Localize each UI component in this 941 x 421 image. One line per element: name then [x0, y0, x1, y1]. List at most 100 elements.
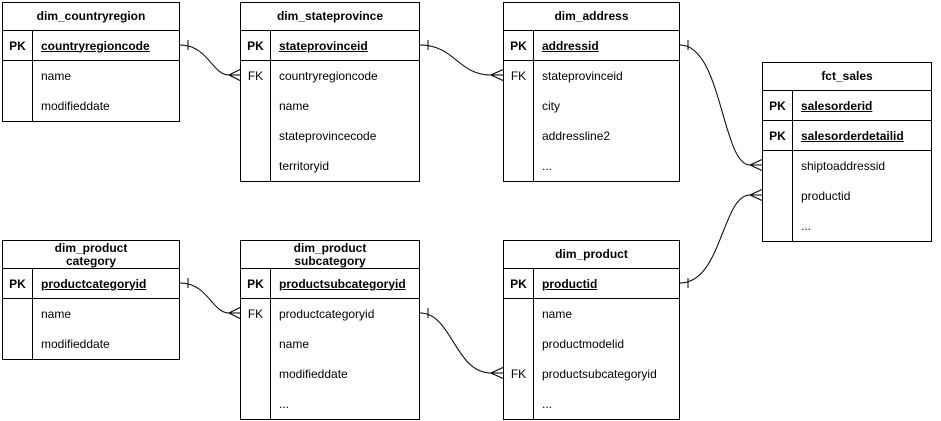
pk-badge: PK [3, 31, 33, 60]
entity-dim-address: dim_address PK addressid FK stateprovinc… [503, 2, 680, 182]
table-row: FK stateprovinceid [504, 61, 679, 91]
column-name: stateprovinceid [542, 69, 623, 83]
column-name: modifieddate [279, 367, 348, 381]
table-row: FK countryregioncode [241, 61, 419, 91]
column-name: name [542, 307, 573, 321]
table-row: ... [763, 211, 931, 241]
column-name: stateprovincecode [279, 129, 377, 143]
table-row: productid [763, 181, 931, 211]
table-row: addressline2 [504, 121, 679, 151]
table-row: modifieddate [3, 329, 179, 359]
table-row: productmodelid [504, 329, 679, 359]
table-row: name [241, 329, 419, 359]
entity-dim-stateprovince: dim_stateprovince PK stateprovinceid FK … [240, 2, 420, 182]
key-badge [504, 389, 534, 419]
column-name: salesorderid [801, 98, 873, 113]
key-badge [763, 181, 793, 211]
relationship-category-subcategory [179, 278, 241, 319]
column-name: city [542, 99, 560, 113]
table-row: name [241, 91, 419, 121]
entity-title: dim_address [504, 3, 679, 31]
column-name: productcategoryid [41, 276, 147, 291]
table-row: territoryid [241, 151, 419, 181]
entity-title: dim_stateprovince [241, 3, 419, 31]
table-row: city [504, 91, 679, 121]
table-row: ... [504, 151, 679, 181]
ellipsis-row: ... [801, 219, 812, 233]
column-name: name [279, 337, 310, 351]
column-name: productid [801, 189, 851, 203]
relationship-address-fctsales [679, 40, 763, 171]
table-row: PK salesorderdetailid [763, 121, 931, 151]
pk-badge: PK [241, 269, 271, 298]
table-row: PK productcategoryid [3, 269, 179, 299]
table-row: PK addressid [504, 31, 679, 61]
pk-badge: PK [504, 269, 534, 298]
table-row: stateprovincecode [241, 121, 419, 151]
entity-dim-product-subcategory: dim_product subcategory PK productsubcat… [240, 240, 420, 420]
column-name: productsubcategoryid [279, 276, 406, 291]
table-row: PK stateprovinceid [241, 31, 419, 61]
relationship-stateprovince-address [419, 40, 504, 81]
column-name: productcategoryid [279, 307, 375, 321]
column-name: modifieddate [41, 99, 110, 113]
entity-title: dim_product subcategory [241, 241, 419, 269]
relationship-subcategory-product [419, 308, 504, 379]
ellipsis-row: ... [542, 397, 553, 411]
table-row: PK countryregioncode [3, 31, 179, 61]
key-badge [504, 151, 534, 181]
key-badge [3, 299, 33, 329]
entity-dim-countryregion: dim_countryregion PK countryregioncode n… [2, 2, 180, 122]
pk-badge: PK [241, 31, 271, 60]
column-name: salesorderdetailid [801, 128, 904, 143]
column-name: countryregioncode [41, 38, 150, 53]
key-badge [241, 329, 271, 359]
column-name: territoryid [279, 159, 330, 173]
entity-title: dim_countryregion [3, 3, 179, 31]
table-row: FK productcategoryid [241, 299, 419, 329]
key-badge [504, 299, 534, 329]
column-name: countryregioncode [279, 69, 378, 83]
fk-badge: FK [241, 61, 271, 91]
column-name: name [41, 307, 72, 321]
table-row: modifieddate [3, 91, 179, 121]
pk-badge: PK [763, 121, 793, 150]
column-name: modifieddate [41, 337, 110, 351]
pk-badge: PK [3, 269, 33, 298]
entity-title: fct_sales [763, 63, 931, 91]
entity-fct-sales: fct_sales PK salesorderid PK salesorderd… [762, 62, 932, 242]
ellipsis-row: ... [279, 397, 290, 411]
column-name: stateprovinceid [279, 38, 368, 53]
table-row: PK productsubcategoryid [241, 269, 419, 299]
entity-title: dim_product [504, 241, 679, 269]
key-badge [3, 61, 33, 91]
key-badge [241, 151, 271, 181]
key-badge [241, 91, 271, 121]
fk-badge: FK [241, 299, 271, 329]
fk-badge: FK [504, 61, 534, 91]
key-badge [763, 211, 793, 241]
table-row: name [504, 299, 679, 329]
ellipsis-row: ... [542, 159, 553, 173]
column-name: shiptoaddressid [801, 159, 886, 173]
column-name: productmodelid [542, 337, 625, 351]
column-name: productsubcategoryid [542, 367, 657, 381]
table-row: PK salesorderid [763, 91, 931, 121]
column-name: name [279, 99, 310, 113]
entity-title: dim_product category [3, 241, 179, 269]
table-row: name [3, 299, 179, 329]
key-badge [763, 151, 793, 181]
key-badge [241, 121, 271, 151]
relationship-product-fctsales [679, 189, 763, 288]
key-badge [3, 91, 33, 121]
entity-dim-product-category: dim_product category PK productcategoryi… [2, 240, 180, 360]
table-row: ... [504, 389, 679, 419]
key-badge [241, 389, 271, 419]
table-row: FK productsubcategoryid [504, 359, 679, 389]
key-badge [241, 359, 271, 389]
key-badge [504, 121, 534, 151]
table-row: name [3, 61, 179, 91]
key-badge [504, 329, 534, 359]
